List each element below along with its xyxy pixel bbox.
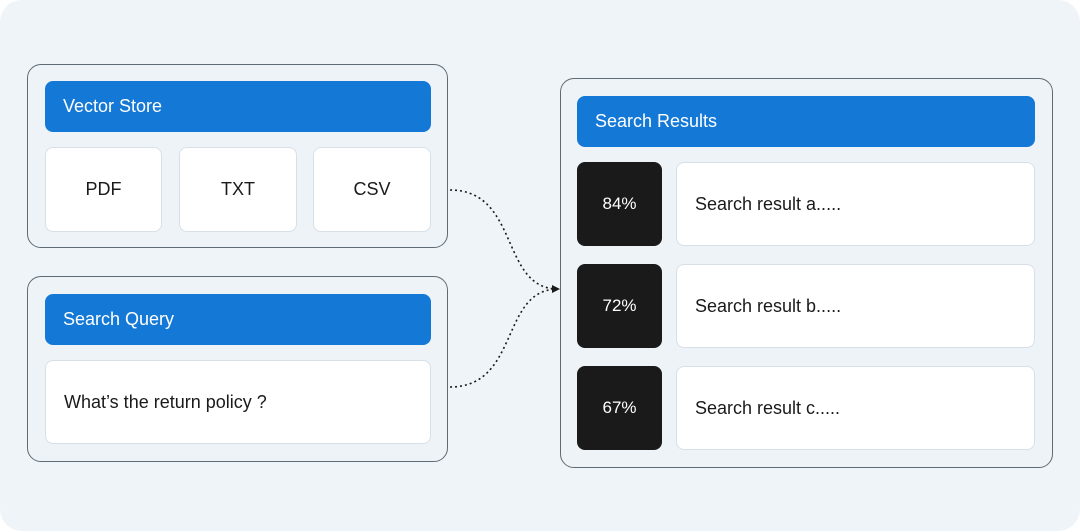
file-type-card-csv[interactable]: CSV [313, 147, 431, 232]
result-item-a[interactable]: Search result a..... [676, 162, 1035, 246]
result-score: 84% [602, 194, 637, 213]
search-query-title: Search Query [63, 309, 175, 329]
result-text: Search result b..... [695, 295, 842, 316]
search-query-text: What’s the return policy ? [64, 391, 267, 412]
connector-query-to-results [449, 288, 559, 388]
result-item-c[interactable]: Search result c..... [676, 366, 1035, 450]
file-type-card-pdf[interactable]: PDF [45, 147, 162, 232]
result-text: Search result a..... [695, 193, 842, 214]
result-score: 67% [602, 398, 637, 417]
vector-store-title: Vector Store [63, 96, 163, 116]
search-query-header: Search Query [45, 294, 431, 345]
vector-store-header: Vector Store [45, 81, 431, 132]
result-score: 72% [602, 296, 637, 315]
file-type-card-txt[interactable]: TXT [179, 147, 297, 232]
search-results-title: Search Results [595, 111, 718, 131]
result-item-b[interactable]: Search result b..... [676, 264, 1035, 348]
file-type-label: TXT [221, 179, 255, 199]
result-score-badge: 84% [577, 162, 662, 246]
connector-vector-store-to-results [449, 189, 560, 293]
search-results-header: Search Results [577, 96, 1035, 147]
result-text: Search result c..... [695, 397, 841, 418]
file-type-label: PDF [85, 179, 122, 199]
result-score-badge: 67% [577, 366, 662, 450]
file-type-label: CSV [353, 179, 391, 199]
search-query-input[interactable]: What’s the return policy ? [45, 360, 431, 444]
result-score-badge: 72% [577, 264, 662, 348]
